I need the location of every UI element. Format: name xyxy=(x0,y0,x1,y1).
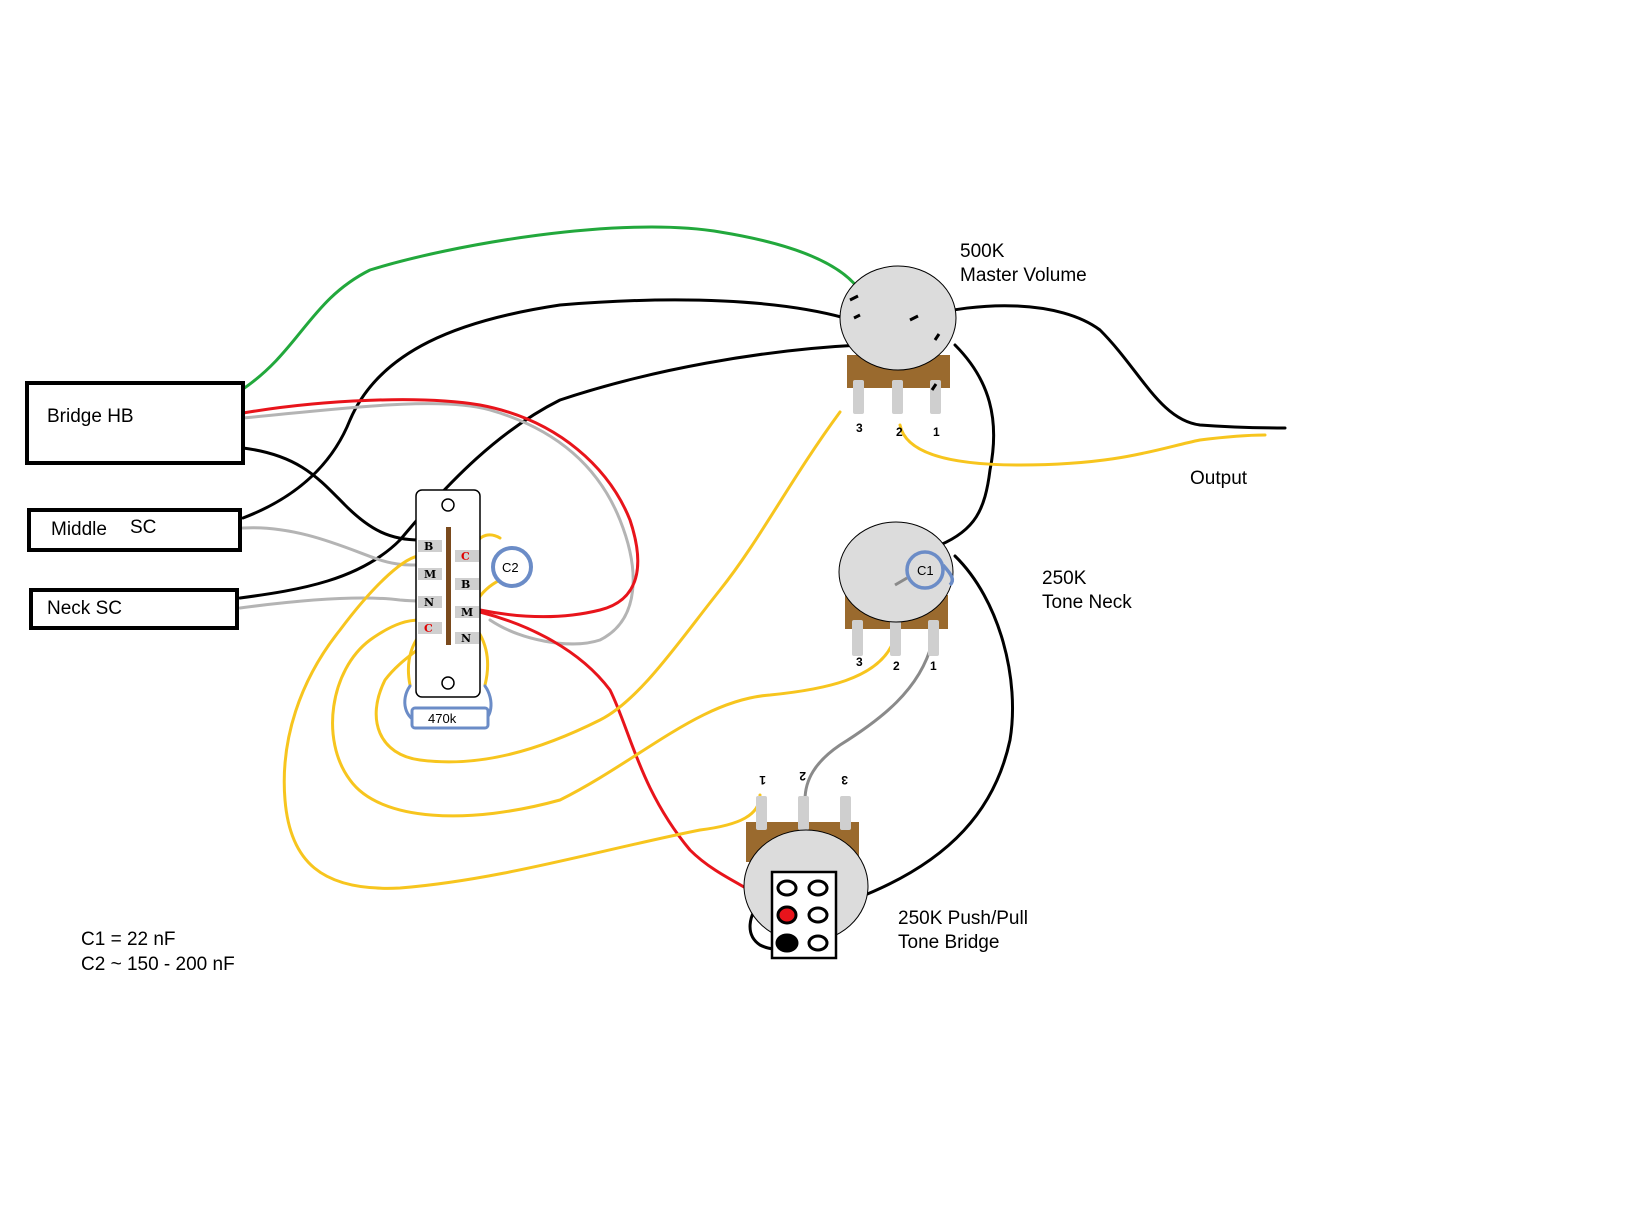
selector-switch: B M N C C B M N xyxy=(415,489,481,698)
wire-red-switch-to-pushpull xyxy=(478,610,787,917)
volume-name-label: Master Volume xyxy=(960,265,1087,286)
note-c1: C1 = 22 nF xyxy=(81,929,176,950)
switch-right-tab-1: C xyxy=(461,550,470,563)
wire-grey-bridge xyxy=(241,402,635,646)
pot-tone-bridge-pushpull: 1 2 3 xyxy=(743,769,869,960)
wire-black-middle-to-volume xyxy=(241,298,847,520)
wire-black-toneneck-to-pushpull xyxy=(863,554,1014,897)
toneneck-lug-2: 2 xyxy=(893,659,900,673)
toneneck-value-label: 250K xyxy=(1042,568,1087,589)
capacitor-c2: C2 xyxy=(491,546,533,588)
capacitor-c1-label: C1 xyxy=(917,563,934,578)
wire-yellow-switch-to-volume xyxy=(374,410,842,764)
wire-yellow-switch-to-toneneck xyxy=(331,618,896,818)
wire-yellow-outer-loop xyxy=(282,554,762,890)
toneneck-lug-3: 3 xyxy=(856,655,863,669)
pickup-neck-sc: Neck SC xyxy=(29,588,239,630)
tonebridge-lug-2: 2 xyxy=(799,769,806,783)
switch-right-tab-2: B xyxy=(461,578,470,591)
pickup-bridge-hb: Bridge HB xyxy=(25,381,245,465)
toneneck-lug-1: 1 xyxy=(930,659,937,673)
resistor-label: 470k xyxy=(428,711,457,726)
note-c2: C2 ~ 150 - 200 nF xyxy=(81,954,235,975)
wire-red-bridge-to-switch xyxy=(241,398,640,619)
tonebridge-name-label: Tone Bridge xyxy=(898,932,999,953)
volume-value-label: 500K xyxy=(960,241,1005,262)
tonebridge-value-label: 250K Push/Pull xyxy=(898,908,1028,929)
output-label: Output xyxy=(1190,468,1248,489)
resistor-470k: 470k xyxy=(403,684,493,730)
wire-black-bridge-to-switch xyxy=(241,446,422,542)
toneneck-name-label: Tone Neck xyxy=(1042,592,1132,613)
tonebridge-lug-1: 1 xyxy=(759,773,766,787)
capacitor-c2-label: C2 xyxy=(502,560,519,575)
pickup-middle-label: Middle xyxy=(51,519,107,540)
switch-right-tab-3: M xyxy=(461,606,473,619)
wire-yellow-output xyxy=(898,423,1267,467)
wire-grey-neck xyxy=(238,596,427,610)
switch-left-tab-1: B xyxy=(424,540,433,553)
wire-black-output-ground xyxy=(916,304,1287,430)
volume-lug-2: 2 xyxy=(896,425,903,439)
pot-tone-neck: C1 3 2 1 xyxy=(838,521,955,673)
wire-black-volume-to-toneneck xyxy=(938,343,996,547)
pickup-middle-type: SC xyxy=(130,517,156,538)
wire-grey-middle xyxy=(241,526,427,567)
wire-green xyxy=(241,225,860,391)
volume-lug-3: 3 xyxy=(856,421,863,435)
pickup-bridge-label: Bridge HB xyxy=(47,406,134,427)
pickup-middle-sc: Middle SC xyxy=(27,508,242,552)
switch-right-tab-4: N xyxy=(461,632,471,645)
wires xyxy=(238,225,1287,951)
switch-left-tab-2: M xyxy=(424,568,436,581)
pickup-neck-label: Neck SC xyxy=(47,598,122,619)
wire-black-neck-to-volume xyxy=(238,343,862,600)
switch-left-tab-4: C xyxy=(424,622,433,635)
switch-left-tab-3: N xyxy=(424,596,434,609)
volume-lug-1: 1 xyxy=(933,425,940,439)
tonebridge-lug-3: 3 xyxy=(841,773,848,787)
pot-master-volume: 3 2 1 xyxy=(839,265,957,439)
wire-grey-toneneck-to-pushpull xyxy=(803,641,934,802)
